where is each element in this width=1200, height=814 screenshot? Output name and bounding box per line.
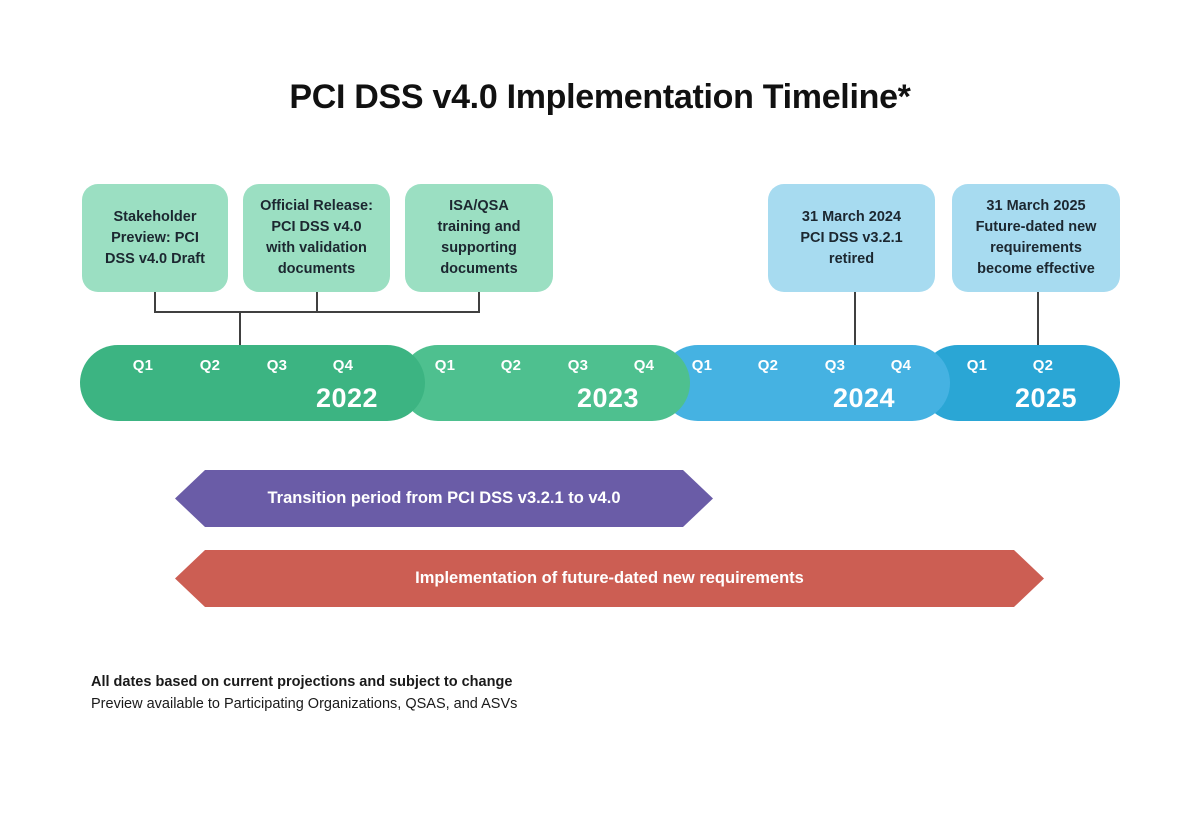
connector-line [154, 292, 156, 313]
quarter-label: Q2 [199, 357, 221, 374]
year-label-2022: 2022 [315, 383, 379, 413]
implementation-arrow: Implementation of future-dated new requi… [175, 550, 1044, 607]
connector-line [154, 311, 480, 313]
quarter-label: Q1 [691, 357, 713, 374]
quarter-label: Q2 [757, 357, 779, 374]
transition-period-arrow: Transition period from PCI DSS v3.2.1 to… [175, 470, 713, 527]
connector-line [1037, 292, 1039, 345]
quarter-label: Q3 [824, 357, 846, 374]
callout-future-dated-effective: 31 March 2025 Future-dated new requireme… [952, 184, 1120, 292]
timeline-bar: Q1 Q2 Q3 Q4 2022 Q1 Q2 Q3 Q4 2023 Q1 Q2 … [0, 345, 1200, 421]
quarter-label: Q3 [567, 357, 589, 374]
quarter-label: Q4 [332, 357, 354, 374]
year-label-2023: 2023 [576, 383, 640, 413]
timeline-segment-2022 [80, 345, 425, 421]
year-label-2024: 2024 [832, 383, 896, 413]
timeline-segment-2023 [400, 345, 690, 421]
quarter-label: Q2 [500, 357, 522, 374]
quarter-label: Q4 [633, 357, 655, 374]
callout-official-release: Official Release: PCI DSS v4.0 with vali… [243, 184, 390, 292]
quarter-label: Q4 [890, 357, 912, 374]
year-label-2025: 2025 [1014, 383, 1078, 413]
callout-isa-qsa-training: ISA/QSA training and supporting document… [405, 184, 553, 292]
callout-v321-retired: 31 March 2024 PCI DSS v3.2.1 retired [768, 184, 935, 292]
quarter-label: Q1 [434, 357, 456, 374]
connector-line [854, 292, 856, 345]
quarter-label: Q3 [266, 357, 288, 374]
footnote-preview-availability: Preview available to Participating Organ… [91, 696, 518, 712]
connector-line [239, 311, 241, 345]
page-title: PCI DSS v4.0 Implementation Timeline* [289, 78, 911, 116]
quarter-label: Q2 [1032, 357, 1054, 374]
timeline-labels: Q1 Q2 Q3 Q4 2022 Q1 Q2 Q3 Q4 2023 Q1 Q2 … [0, 345, 1200, 421]
timeline-segment-2025 [920, 345, 1120, 421]
callout-stakeholder-preview: Stakeholder Preview: PCI DSS v4.0 Draft [82, 184, 228, 292]
connector-line [316, 292, 318, 313]
timeline-segment-2024 [660, 345, 950, 421]
quarter-label: Q1 [966, 357, 988, 374]
connector-line [478, 292, 480, 313]
quarter-label: Q1 [132, 357, 154, 374]
footnote-projections: All dates based on current projections a… [91, 674, 513, 690]
